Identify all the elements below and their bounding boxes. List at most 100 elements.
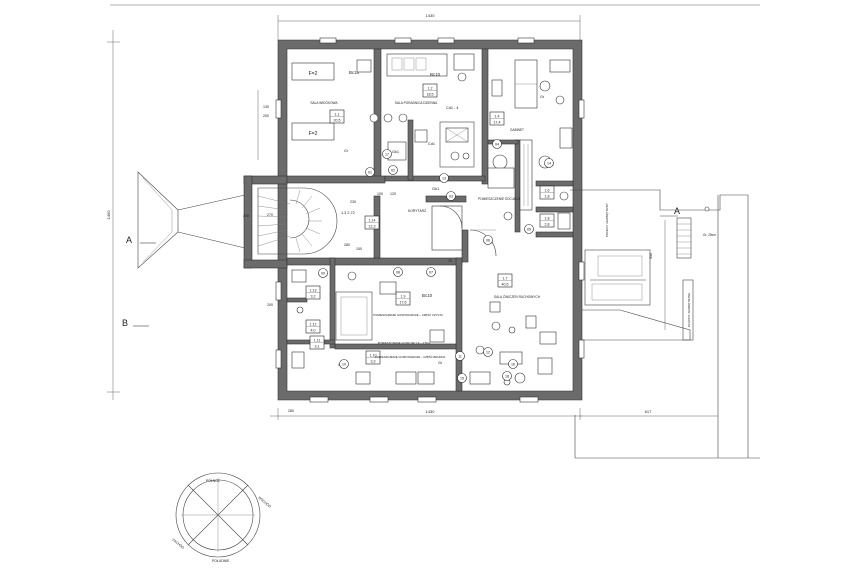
svg-text:11: 11 bbox=[458, 355, 462, 359]
windows bbox=[275, 37, 585, 403]
bed-2 bbox=[291, 122, 335, 141]
svg-text:06: 06 bbox=[486, 239, 490, 243]
extension-dimension-label: 617 bbox=[645, 409, 652, 414]
corridor-label: KORYTARZ bbox=[408, 209, 426, 213]
tag-12: 12 bbox=[483, 347, 493, 357]
stair-dim-150: 150 bbox=[356, 247, 362, 251]
room-1-4-number: 1.4 bbox=[495, 115, 500, 119]
svg-text:16: 16 bbox=[511, 363, 515, 367]
room-1-14: 1.14 12,3 280 bbox=[344, 215, 380, 247]
svg-text:04: 04 bbox=[495, 143, 499, 147]
bottom-dim-280: 280 bbox=[288, 409, 294, 413]
tag-09: 09 bbox=[318, 268, 328, 278]
svg-text:09: 09 bbox=[321, 272, 325, 276]
entrance-porch bbox=[137, 171, 247, 269]
room-1-9: 1.9 17,6 Bc10 POMIESZCZENIE GOSPODARCZE … bbox=[335, 271, 445, 343]
svg-text:1.13: 1.13 bbox=[310, 289, 317, 293]
svg-text:14: 14 bbox=[547, 162, 551, 166]
room-1-9-area: 17,6 bbox=[400, 301, 407, 305]
room-1-2-number: 1.2 bbox=[428, 87, 433, 91]
svg-text:12,3: 12,3 bbox=[369, 225, 376, 229]
room-1-3-bathroom: Gk1 Cd1 bbox=[383, 113, 475, 168]
room-14-width: 280 bbox=[344, 243, 350, 247]
tag-05: 05 bbox=[524, 224, 534, 234]
svg-text:02: 02 bbox=[391, 169, 395, 173]
tag-10: 10 bbox=[339, 359, 349, 369]
right-dimension-label: 930 bbox=[649, 253, 653, 259]
extension-note: PODEST ZEWNĘTRZNY bbox=[605, 203, 609, 237]
tag-03: 03 bbox=[446, 191, 456, 201]
svg-text:08: 08 bbox=[396, 271, 400, 275]
section-marker-a-left: A bbox=[126, 235, 156, 245]
tag-16: 16 bbox=[508, 359, 518, 369]
bottom-dimension-line: 1430 617 280 bbox=[270, 408, 718, 420]
room-1-2-name: SALA PORADNICA DZIENNA bbox=[395, 101, 438, 105]
right-extension-note: SCHODY ZEWNĘTRZNE bbox=[687, 293, 691, 327]
top-dimension-line: 1430 bbox=[110, 4, 760, 40]
bottom-dimension-label: 1430 bbox=[426, 409, 436, 414]
compass-east: WSCHÓD bbox=[257, 495, 272, 509]
interior-walls bbox=[286, 48, 574, 392]
room-1-11: 1.11 3,1 bbox=[291, 335, 325, 369]
svg-text:12: 12 bbox=[486, 351, 490, 355]
svg-text:07: 07 bbox=[429, 271, 433, 275]
tag-02: 02 bbox=[388, 165, 398, 175]
svg-text:10: 10 bbox=[342, 363, 346, 367]
svg-text:17: 17 bbox=[385, 153, 389, 157]
tag-13: 13 bbox=[439, 173, 449, 183]
corridor-1-5: POMIESZCZENIE SOCJALNE KORYTARZ 1.3 2,72… bbox=[341, 139, 533, 263]
room-1-8: 1.8 2,8 bbox=[539, 213, 555, 228]
room-1-1-name: SALA WIDOKOWA bbox=[310, 101, 338, 105]
fixture-bc10-2: Bc10 bbox=[430, 72, 441, 77]
svg-text:A: A bbox=[126, 235, 132, 245]
fixture-gk1-1: Gk1 bbox=[392, 150, 399, 154]
tag-04: 04 bbox=[492, 139, 502, 149]
svg-text:1.6: 1.6 bbox=[545, 189, 550, 193]
room-1-13: 1.13 3,2 bbox=[291, 269, 321, 314]
section-marker-b-left: B bbox=[122, 318, 149, 328]
svg-text:05: 05 bbox=[527, 228, 531, 232]
room-1-4-area: 17,4 bbox=[494, 121, 501, 125]
fixture-cd1: Cd1 bbox=[428, 142, 435, 146]
room-1-12: 1.12 4,0 bbox=[305, 319, 321, 334]
svg-text:F=2: F=2 bbox=[309, 131, 318, 137]
fixture-bc10-3: Bc10 bbox=[422, 293, 433, 298]
room-1-3-note: Cd1 - 4 bbox=[446, 106, 458, 110]
svg-text:3,1: 3,1 bbox=[315, 345, 320, 349]
room-1-10-area: 3,3 bbox=[371, 360, 376, 364]
fixture-gr-1: Gr bbox=[540, 95, 545, 99]
room-1-10-number: 1.10 bbox=[370, 354, 377, 358]
svg-text:1.8: 1.8 bbox=[545, 217, 550, 221]
compass-south: POŁUDNIE bbox=[212, 559, 230, 563]
stair-width-dim: 240 bbox=[243, 214, 249, 218]
tag-07: 07 bbox=[426, 267, 436, 277]
svg-text:F=2: F=2 bbox=[309, 71, 318, 77]
svg-text:1,8: 1,8 bbox=[545, 195, 550, 199]
svg-text:13: 13 bbox=[442, 177, 446, 181]
svg-text:A: A bbox=[674, 206, 680, 216]
mid-dim-70: 70 bbox=[448, 259, 452, 263]
tag-08: 08 bbox=[393, 267, 403, 277]
section-marker-a-right: A bbox=[660, 206, 680, 217]
bed-1 bbox=[291, 62, 335, 81]
room-1-4: 1.4 17,4 GABINET Gr bbox=[489, 59, 573, 170]
svg-text:1.14: 1.14 bbox=[369, 219, 376, 223]
compass-rose: PÓŁNOC WSCHÓD ZACHÓD POŁUDNIE bbox=[171, 472, 273, 563]
svg-text:3,2: 3,2 bbox=[311, 295, 316, 299]
room-1-2-area: 18,5 bbox=[427, 93, 434, 97]
tag-14: 14 bbox=[544, 158, 554, 168]
room-1-10: 1.10 3,3 POMIESZCZENIE GOSPODARCZE – CZĘ… bbox=[338, 341, 445, 385]
left-dimension-line: 1490 130 200 270 200 bbox=[106, 30, 273, 400]
door-tags: 01 02 03 04 05 06 07 08 09 10 11 12 13 1… bbox=[318, 139, 554, 383]
svg-text:1.11: 1.11 bbox=[314, 339, 321, 343]
room-1-1-sink: Gr bbox=[344, 149, 349, 153]
svg-text:B: B bbox=[122, 318, 128, 328]
room-1-1: F=2 F=2 SALA WIDOKOWA 1.1 20,5 Gr Bc10 bbox=[291, 59, 379, 153]
corridor-name: POMIESZCZENIE SOCJALNE bbox=[478, 197, 522, 201]
room-1-9-name: POMIESZCZENIE GOSPODARCZE – CZĘŚĆ CZYSTA bbox=[373, 312, 443, 317]
left-dim-200b: 200 bbox=[267, 303, 273, 307]
stair-dim-100: 100 bbox=[377, 192, 383, 196]
svg-text:15: 15 bbox=[460, 377, 464, 381]
left-dimension-label: 1490 bbox=[106, 210, 111, 220]
stair-dim-230: 230 bbox=[350, 200, 356, 204]
